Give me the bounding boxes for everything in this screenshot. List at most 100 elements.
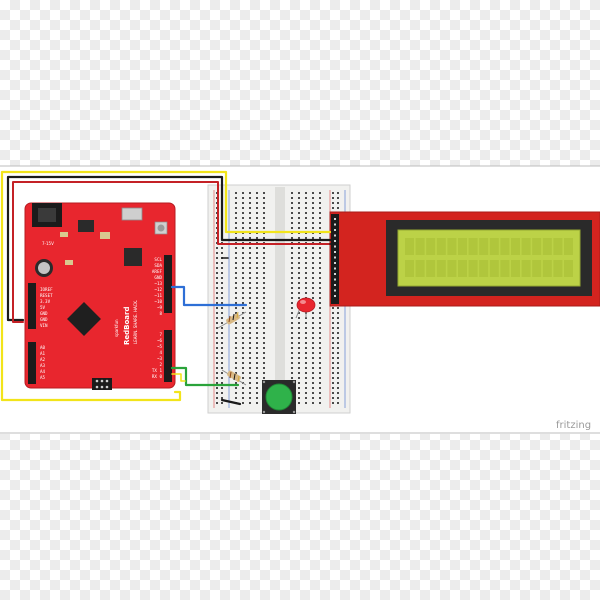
rail-hole <box>221 352 223 354</box>
breadboard-hole <box>249 362 251 364</box>
breadboard-hole <box>312 347 314 349</box>
breadboard-hole <box>298 247 300 249</box>
breadboard-hole <box>235 352 237 354</box>
pin-label-d2: 2 <box>159 362 162 367</box>
rail-hole <box>221 287 223 289</box>
breadboard-hole <box>242 282 244 284</box>
breadboard-hole <box>263 352 265 354</box>
breadboard-hole <box>256 362 258 364</box>
breadboard-hole <box>263 307 265 309</box>
breadboard-hole <box>235 262 237 264</box>
breadboard-hole <box>242 207 244 209</box>
breadboard-hole <box>291 267 293 269</box>
rail-hole <box>216 287 218 289</box>
breadboard-hole <box>256 322 258 324</box>
breadboard-hole <box>242 347 244 349</box>
breadboard-hole <box>312 282 314 284</box>
breadboard-hole <box>291 227 293 229</box>
breadboard-hole <box>263 282 265 284</box>
rail-hole <box>221 377 223 379</box>
lcd-cell <box>405 260 414 277</box>
breadboard-hole <box>312 352 314 354</box>
breadboard-hole <box>305 227 307 229</box>
breadboard-hole <box>298 192 300 194</box>
breadboard-hole <box>256 277 258 279</box>
breadboard-hole <box>298 337 300 339</box>
breadboard-hole <box>291 367 293 369</box>
breadboard-hole <box>249 202 251 204</box>
breadboard-hole <box>291 192 293 194</box>
breadboard-hole <box>235 287 237 289</box>
rail-hole <box>337 202 339 204</box>
breadboard-hole <box>305 262 307 264</box>
breadboard-hole <box>319 282 321 284</box>
rail-hole <box>216 392 218 394</box>
breadboard-hole <box>263 197 265 199</box>
breadboard-hole <box>319 402 321 404</box>
breadboard-hole <box>263 192 265 194</box>
breadboard-hole <box>312 197 314 199</box>
breadboard-hole <box>256 292 258 294</box>
rail-hole <box>216 317 218 319</box>
breadboard-hole <box>256 332 258 334</box>
breadboard-hole <box>319 337 321 339</box>
lcd-cell <box>521 238 531 255</box>
breadboard-hole <box>298 402 300 404</box>
breadboard-hole <box>319 317 321 319</box>
rail-hole <box>216 252 218 254</box>
breadboard-hole <box>242 252 244 254</box>
breadboard-hole <box>249 257 251 259</box>
rail-hole <box>221 247 223 249</box>
breadboard-hole <box>291 237 293 239</box>
breadboard-hole <box>312 247 314 249</box>
breadboard-hole <box>242 332 244 334</box>
rail-hole <box>216 277 218 279</box>
pin-label-d4: 4 <box>159 350 162 355</box>
breadboard-hole <box>291 247 293 249</box>
rail-hole <box>337 327 339 329</box>
rail-hole <box>337 357 339 359</box>
lcd-character-cells <box>405 238 573 277</box>
pin-label-d9: ~9 <box>157 305 163 310</box>
breadboard-hole <box>235 202 237 204</box>
rail-hole <box>216 367 218 369</box>
breadboard-hole <box>312 227 314 229</box>
rail-hole <box>337 387 339 389</box>
rail-hole <box>221 282 223 284</box>
breadboard-hole <box>263 297 265 299</box>
breadboard-hole <box>249 292 251 294</box>
breadboard-hole <box>298 252 300 254</box>
digital-pin-labels-bottom: 7 ~6 ~5 4 ~3 2 TX 1 RX 0 <box>152 332 163 379</box>
breadboard-hole <box>235 237 237 239</box>
breadboard-hole <box>305 272 307 274</box>
breadboard-hole <box>249 392 251 394</box>
pin-label-gnd-digital: GND <box>154 275 162 280</box>
breadboard <box>207 184 351 414</box>
breadboard-hole <box>256 372 258 374</box>
rail-hole <box>216 397 218 399</box>
lcd-cell <box>500 260 510 277</box>
breadboard-hole <box>242 272 244 274</box>
breadboard-hole <box>256 217 258 219</box>
breadboard-hole <box>291 327 293 329</box>
pin-label-a0: A0 <box>40 345 46 350</box>
breadboard-hole <box>235 282 237 284</box>
breadboard-hole <box>305 362 307 364</box>
rail-hole <box>337 312 339 314</box>
breadboard-hole <box>249 322 251 324</box>
breadboard-hole <box>298 372 300 374</box>
breadboard-hole <box>305 352 307 354</box>
power-header <box>28 283 36 329</box>
wire-yellow-5v <box>0 170 332 402</box>
lcd-cell <box>489 238 499 255</box>
breadboard-hole <box>305 337 307 339</box>
breadboard-hole <box>291 222 293 224</box>
lcd-cell <box>405 238 414 255</box>
lcd-cell <box>553 238 563 255</box>
breadboard-hole <box>298 312 300 314</box>
lcd-module <box>329 211 600 307</box>
pin-label-aref: AREF <box>152 269 163 274</box>
breadboard-hole <box>312 192 314 194</box>
rail-hole <box>332 352 334 354</box>
rail-hole <box>221 262 223 264</box>
